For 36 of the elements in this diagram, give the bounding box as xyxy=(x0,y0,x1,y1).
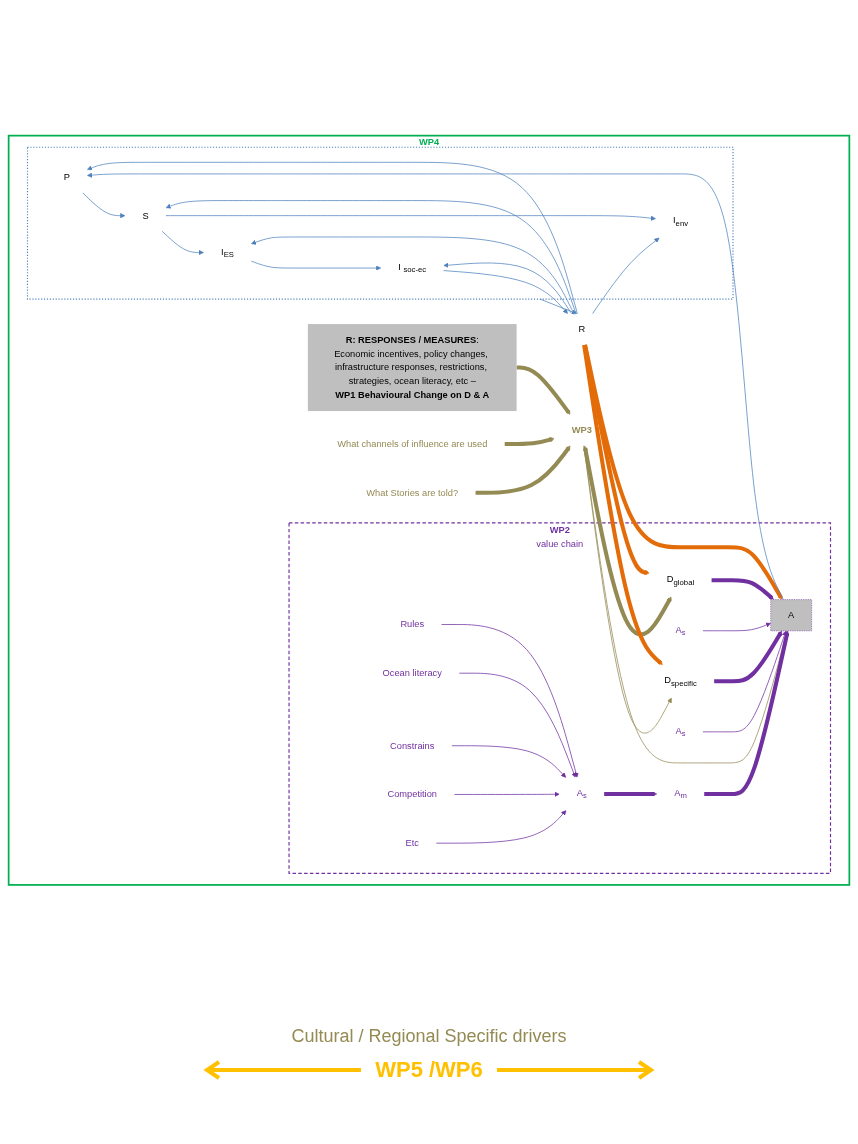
node-text: A$_{s}$ xyxy=(675,624,686,637)
node-text: R xyxy=(578,323,586,334)
node-text: I $_{soc-ec}$ xyxy=(398,261,427,274)
node-text: Competition xyxy=(387,788,437,799)
node-box: A xyxy=(770,599,812,631)
node-text: I$_{ES}$ xyxy=(221,246,234,259)
arrow xyxy=(582,344,663,665)
cluster xyxy=(26,146,734,300)
node-text: D$_{specific}$ xyxy=(664,674,697,688)
node-text: Rules xyxy=(400,618,425,629)
arrow xyxy=(583,344,783,600)
arrow xyxy=(504,436,555,446)
arrow xyxy=(582,344,650,575)
node-text: WP3 xyxy=(571,424,592,435)
node-text: Etc xyxy=(405,837,419,848)
node-text: D$_{global}$ xyxy=(666,573,695,587)
arrow xyxy=(704,630,790,796)
node-text: A$_{s}$ xyxy=(675,725,686,738)
node-text: What channels of influence are used xyxy=(337,438,488,449)
node-text: Constrains xyxy=(390,740,435,751)
arrow xyxy=(583,445,672,637)
node-text: Ocean literacy xyxy=(382,667,442,678)
note-text: Cultural / Regional Specific drivers xyxy=(291,1026,567,1047)
arrow xyxy=(711,577,774,600)
arrow xyxy=(516,365,571,415)
node-text: A$_{m}$ xyxy=(674,787,687,800)
arrow xyxy=(604,791,658,797)
node-text: I$_{env}$ xyxy=(673,215,689,228)
arrow xyxy=(475,445,571,495)
node-text: What Stories are told? xyxy=(366,487,459,498)
work-package-label: WP5 /WP6 xyxy=(375,1057,483,1083)
node-text: P xyxy=(63,171,70,182)
node-text: S xyxy=(142,210,149,221)
arrow xyxy=(714,630,783,684)
node-box: R: RESPONSES / MEASURES: Economic incentives, policy changes, infrastructure responses, restrictions, strategies, ocean literacy, etc – WP1 Behavioural Change on D & A xyxy=(307,323,517,411)
node-text: A$_{s}$ xyxy=(576,787,587,800)
